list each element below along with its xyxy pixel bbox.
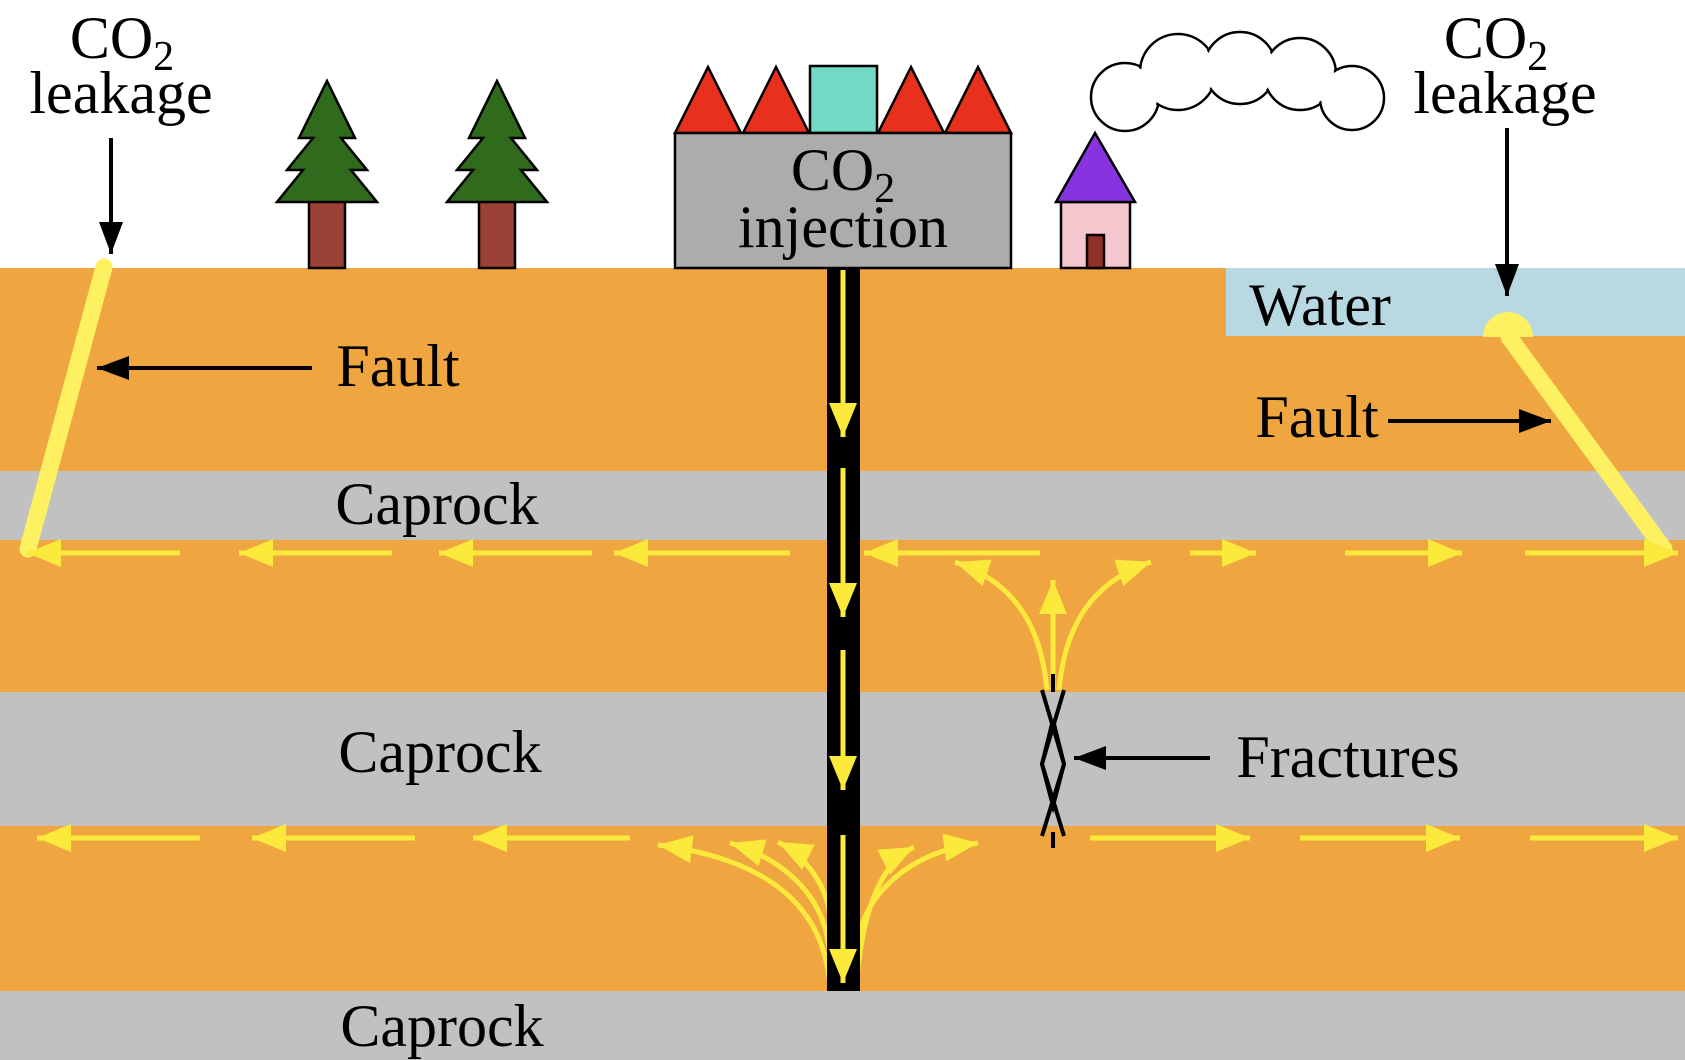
co2-leakage-label-right: CO2 leakage [1413, 5, 1596, 126]
fracture-leak-fan [954, 559, 1152, 691]
co2-leakage-label-left: CO2 leakage [29, 5, 212, 126]
cloud-fill [1206, 34, 1274, 102]
cloud-fill [1142, 36, 1214, 108]
fracture-segment [1039, 719, 1067, 814]
house [1053, 130, 1138, 270]
injection-label: injection [738, 194, 948, 260]
cloud-fill [1093, 65, 1157, 129]
tree-trunk [477, 198, 517, 270]
flow-curve-left [954, 559, 1050, 691]
tree-trunk [307, 198, 347, 270]
flow-curve-right [1056, 559, 1152, 691]
co2-injection-label: CO2 injection [738, 137, 948, 260]
co2-label: CO2 [70, 5, 174, 80]
flow-curve-right [854, 833, 979, 949]
factory-body [673, 131, 1013, 270]
water-label: Water [1249, 272, 1391, 338]
cloud [1089, 30, 1386, 133]
water-body [1226, 268, 1685, 336]
fault-label-right: Fault [1255, 384, 1379, 450]
cloud-fill [1266, 40, 1334, 108]
flow-curve-left [729, 839, 832, 949]
house-door [1085, 233, 1106, 270]
fractures-label: Fractures [1236, 724, 1459, 790]
caprock-label-2: Caprock [338, 719, 541, 785]
pine-tree-2 [444, 78, 550, 270]
house-roof [1053, 130, 1138, 204]
caprock-layer-3 [0, 991, 1685, 1060]
fracture-marks [1039, 674, 1067, 848]
leakage-label: leakage [1413, 60, 1596, 126]
factory-building [672, 64, 1014, 270]
caprock-label-3: Caprock [340, 993, 543, 1059]
caprock-label-1: Caprock [335, 471, 538, 537]
tree-canopy [274, 78, 380, 204]
fault-line-right [1500, 328, 1673, 558]
flow-curve-left [657, 835, 832, 979]
co2-label: CO2 [1444, 5, 1548, 80]
co2-bubble [1483, 312, 1533, 337]
fault-label-left: Fault [336, 333, 460, 399]
pine-tree-1 [274, 78, 380, 270]
factory-chimney [808, 64, 879, 135]
co2-label: CO2 [791, 137, 895, 212]
cloud-fill [1322, 68, 1382, 128]
tree-canopy [444, 78, 550, 204]
leakage-label: leakage [29, 60, 212, 126]
fault-line-left [19, 258, 113, 558]
